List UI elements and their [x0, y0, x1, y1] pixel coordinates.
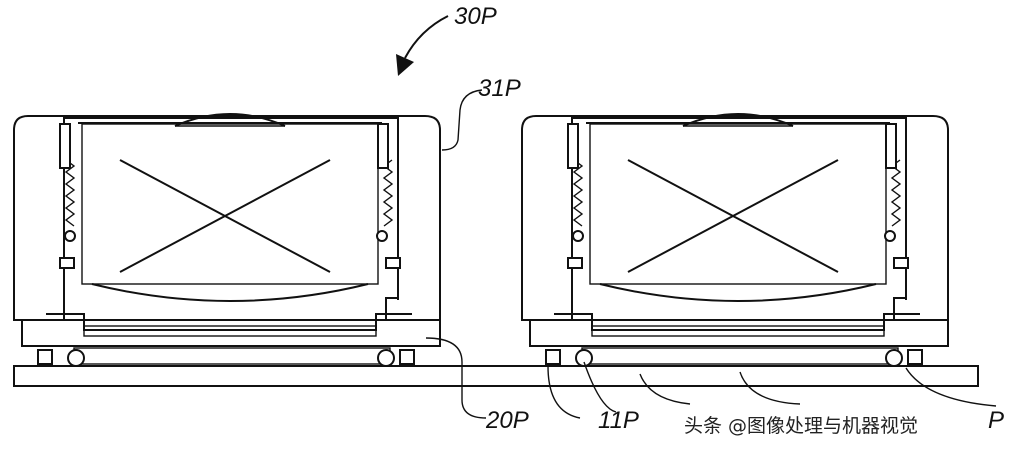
watermark-text: 头条 @图像处理与机器视觉: [684, 415, 918, 437]
label-partial-p: P: [988, 407, 1004, 434]
arrow-head-icon: [396, 54, 414, 76]
base-substrate: [13, 365, 979, 387]
camera-module-left: [13, 113, 441, 367]
camera-module-right: [521, 113, 949, 367]
label-11p: 11P: [598, 407, 639, 434]
leader-lines: [396, 15, 997, 419]
label-20p: 20P: [485, 407, 529, 434]
label-31p: 31P: [478, 75, 521, 102]
label-30p: 30P: [454, 3, 497, 30]
